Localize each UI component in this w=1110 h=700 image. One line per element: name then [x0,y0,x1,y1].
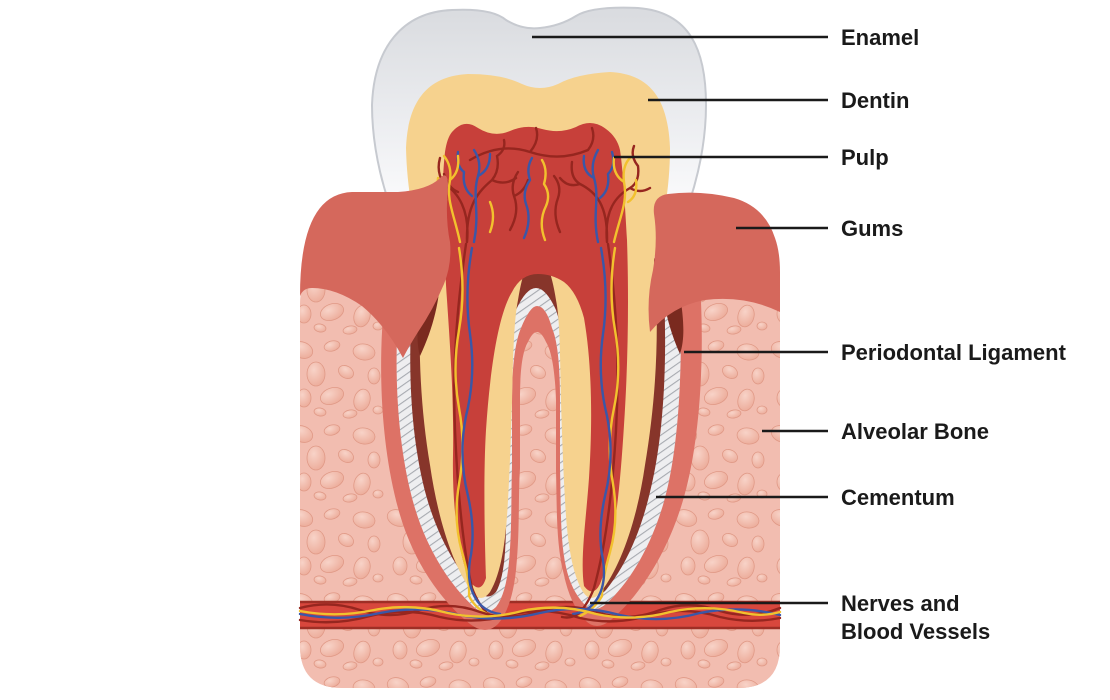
leader-lines [532,35,828,605]
label-nerves-line2: Blood Vessels [841,619,990,644]
label-periodontal-ligament: Periodontal Ligament [841,340,1067,365]
gum-left [300,175,451,358]
label-enamel: Enamel [841,25,919,50]
root-canal-vessels [453,242,620,619]
label-cementum: Cementum [841,485,955,510]
label-dentin: Dentin [841,88,909,113]
pulp-region [442,122,628,592]
label-pulp: Pulp [841,145,889,170]
channel-vessel-strands [298,603,782,624]
labels: Enamel Dentin Pulp Gums Periodontal Liga… [841,25,1067,644]
label-nerves-blood-vessels: Nerves and Blood Vessels [841,591,990,644]
label-gums: Gums [841,216,903,241]
label-alveolar-bone: Alveolar Bone [841,419,989,444]
label-nerves-line1: Nerves and [841,591,960,616]
